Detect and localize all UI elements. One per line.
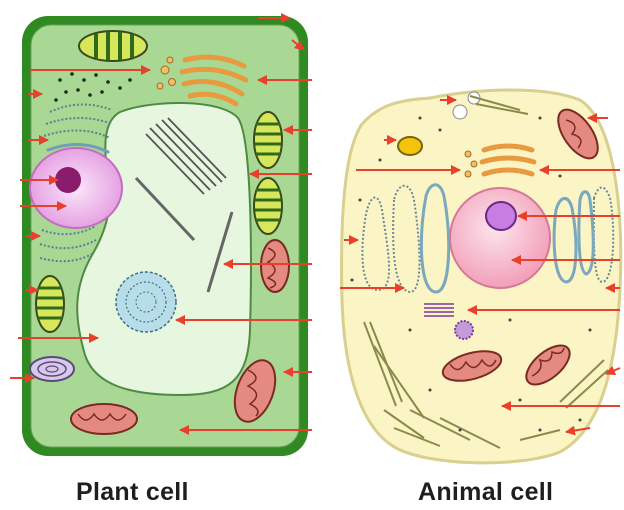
chloroplast — [254, 178, 282, 234]
chloroplast — [254, 112, 282, 168]
chloroplast — [36, 276, 64, 332]
animal-nucleolus — [486, 202, 516, 230]
lysosome — [398, 137, 422, 155]
granule — [116, 272, 176, 332]
plant-cell-caption: Plant cell — [76, 478, 189, 507]
plant-nucleus — [30, 148, 122, 228]
mitochondrion — [71, 404, 137, 434]
animal-cell-caption: Animal cell — [418, 478, 553, 507]
animal-nucleus — [450, 188, 550, 288]
vesicle — [453, 105, 467, 119]
animal-cell — [340, 90, 621, 463]
chloroplast — [79, 31, 147, 61]
plant-cell — [10, 16, 312, 456]
mitochondrion — [261, 240, 289, 292]
nucleolus — [55, 167, 81, 193]
amyloplast — [30, 357, 74, 381]
